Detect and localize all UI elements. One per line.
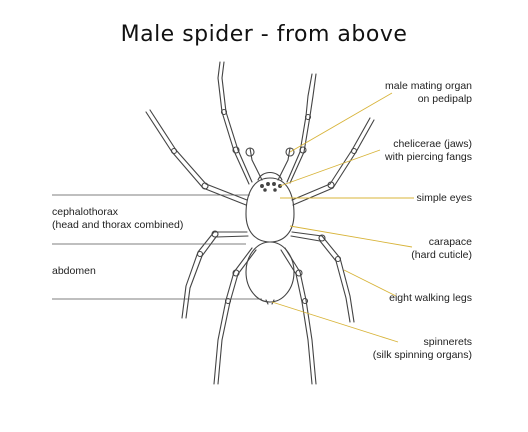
pointer-walking-legs bbox=[343, 269, 397, 297]
pointer-chelicerae bbox=[279, 149, 381, 187]
pointer-spinnerets bbox=[271, 301, 399, 343]
leg-right-3 bbox=[290, 231, 355, 323]
diagram-title: Male spider - from above bbox=[120, 22, 408, 47]
leg-left-3 bbox=[181, 230, 249, 319]
pointer-carapace bbox=[289, 225, 413, 248]
label-abdomen: abdomen bbox=[52, 265, 96, 277]
leg-left-2 bbox=[145, 109, 248, 206]
label-mating-organ: male mating organ on pedipalp bbox=[385, 80, 472, 105]
label-simple-eyes: simple eyes bbox=[416, 192, 472, 204]
leg-left-1 bbox=[217, 61, 253, 185]
leg-right-2 bbox=[291, 117, 375, 206]
label-chelicerae: chelicerae (jaws) with piercing fangs bbox=[385, 138, 472, 163]
leg-right-1 bbox=[286, 73, 317, 184]
label-walking-legs: eight walking legs bbox=[389, 292, 472, 304]
abdomen-shape bbox=[245, 241, 295, 305]
label-carapace: carapace (hard cuticle) bbox=[411, 236, 472, 261]
cephalothorax-shape bbox=[245, 171, 295, 243]
leg-right-4 bbox=[280, 247, 317, 385]
label-cephalothorax: cephalothorax (head and thorax combined) bbox=[52, 206, 184, 231]
label-spinnerets: spinnerets (silk spinning organs) bbox=[372, 336, 472, 361]
pedipalps bbox=[245, 147, 295, 181]
pointer-mating-organ bbox=[289, 92, 393, 153]
leg-left-4 bbox=[213, 247, 257, 385]
